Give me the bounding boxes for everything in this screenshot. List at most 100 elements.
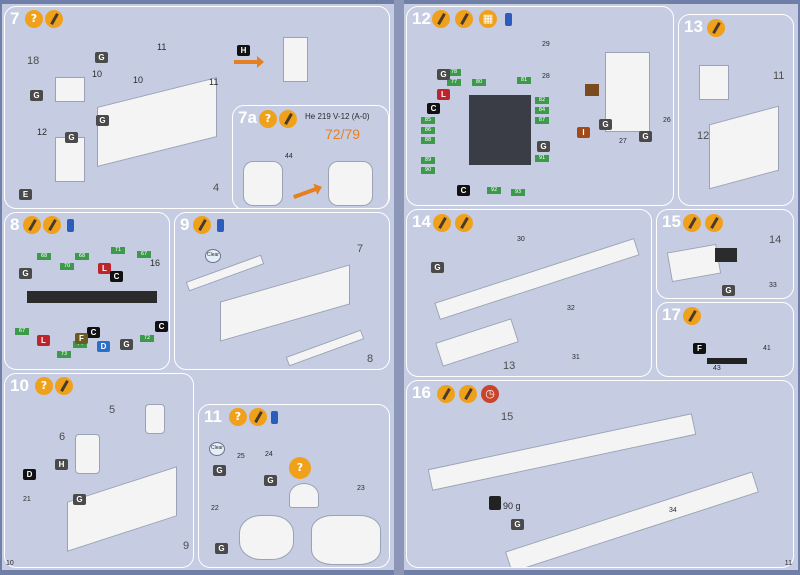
step-number: 12 <box>412 9 431 28</box>
part-number: 11 <box>209 77 219 87</box>
part-number: 21 <box>23 496 31 503</box>
decal-number: 71 <box>111 247 125 254</box>
part-number: 30 <box>517 236 525 243</box>
step-13-panel: 13 11 12 <box>678 14 794 206</box>
weight-label: 90 g <box>503 501 521 511</box>
weight-icon <box>489 496 501 510</box>
decal-number: 87 <box>535 117 549 124</box>
color-code-g: G <box>73 494 86 505</box>
clock-icon: ◷ <box>481 385 499 403</box>
color-code-l: L <box>37 335 50 346</box>
clear-label: Clear <box>207 252 219 258</box>
color-code-l: L <box>437 89 450 100</box>
part-number: 14 <box>769 234 782 246</box>
part-number: 26 <box>663 117 671 124</box>
decal-number: 84 <box>535 107 549 114</box>
step-number: 8 <box>10 215 20 234</box>
color-code-c: C <box>110 271 123 282</box>
decal-number: 88 <box>421 137 435 144</box>
part-number: 18 <box>27 55 40 67</box>
part-number: 10 <box>92 69 103 79</box>
color-code-l: L <box>98 263 111 274</box>
assembly-arrow <box>293 187 317 199</box>
decal-number: 67 <box>15 328 29 335</box>
color-code-g: G <box>437 69 450 80</box>
color-code-f: F <box>75 333 88 344</box>
panel-part <box>715 248 737 262</box>
decal-number: 85 <box>421 117 435 124</box>
canopy-painted-part <box>328 161 373 206</box>
part-number: 13 <box>503 360 516 372</box>
clear-glue-icon <box>209 442 225 456</box>
side-panel-part <box>55 137 85 182</box>
step-number: 17 <box>662 305 681 324</box>
part-number: 44 <box>285 153 293 160</box>
cockpit-part <box>709 105 779 190</box>
decal-number: 74 <box>73 341 87 348</box>
decal-number: 68 <box>37 253 51 260</box>
decal-number: 73 <box>57 351 71 358</box>
part-number: 33 <box>769 282 777 289</box>
step-11-panel: 11 ? Clear ? G G G 25 24 22 23 <box>198 404 390 568</box>
part-number: 9 <box>183 540 190 552</box>
decal-number: 82 <box>535 97 549 104</box>
paint-icon <box>707 19 725 37</box>
paint-icon <box>683 214 701 232</box>
part-number: 31 <box>572 354 580 361</box>
fuselage-lower-part <box>504 471 760 567</box>
step-16-panel: 16 ◷ 90 g G 15 34 <box>406 380 794 568</box>
fuselage-half-part <box>434 237 640 321</box>
step-number: 10 <box>10 376 29 395</box>
fuselage-upper-part <box>427 413 697 491</box>
color-code-g: G <box>639 131 652 142</box>
color-code-g: G <box>722 285 735 296</box>
part-number: 4 <box>213 182 220 194</box>
step-number: 11 <box>204 407 222 426</box>
step-8-panel: 8 68 70 68 71 67 67 73 74 72 G L C L C C… <box>4 212 170 370</box>
part-number: 6 <box>59 431 66 443</box>
decal-number: 67 <box>137 251 151 258</box>
frame-part <box>283 37 308 82</box>
paint-icon <box>455 214 473 232</box>
part-number: 12 <box>697 130 710 142</box>
paint-bottle-icon <box>217 219 224 232</box>
color-code-i: I <box>577 127 590 138</box>
color-code-g: G <box>120 339 133 350</box>
cockpit-floor-part <box>67 466 177 552</box>
decal-number: 78 <box>447 69 461 76</box>
step-9-panel: 9 Clear 7 8 <box>174 212 390 370</box>
decal-number: 91 <box>535 155 549 162</box>
nose-part <box>666 243 722 283</box>
part-number: 15 <box>501 411 514 423</box>
step-number: 16 <box>412 383 431 402</box>
decal-number: 93 <box>511 189 525 196</box>
paint-icon <box>705 214 723 232</box>
side-wall-part <box>185 254 265 292</box>
part-number: 16 <box>150 258 161 268</box>
color-code-g: G <box>599 119 612 130</box>
decal-number: 92 <box>487 187 501 194</box>
color-code-h: H <box>237 45 250 56</box>
color-code-d: D <box>23 469 36 480</box>
decal-number: 77 <box>447 79 461 86</box>
paint-icon <box>432 10 450 28</box>
nose-canopy-part <box>239 515 294 560</box>
part-number: 11 <box>773 70 785 82</box>
box-part <box>585 84 599 96</box>
decal-number: 89 <box>421 157 435 164</box>
color-code-e: E <box>19 189 32 200</box>
part-number: 34 <box>669 507 677 514</box>
decal-number: 86 <box>421 127 435 134</box>
paint-bottle-icon <box>505 13 512 26</box>
instrument-panel-part <box>469 95 531 165</box>
part-number: 8 <box>367 353 374 365</box>
paint-icon <box>23 216 41 234</box>
paint-icon <box>55 377 73 395</box>
decal-icon: ▦ <box>479 10 497 28</box>
console-part <box>55 77 85 102</box>
part-number: 29 <box>542 41 550 48</box>
left-page: 7 ? G G G G H E 11 10 10 11 12 18 4 7a ?… <box>2 4 394 570</box>
part-number: 11 <box>157 42 167 52</box>
decal-number: 81 <box>517 77 531 84</box>
decal-number: 80 <box>472 79 486 86</box>
